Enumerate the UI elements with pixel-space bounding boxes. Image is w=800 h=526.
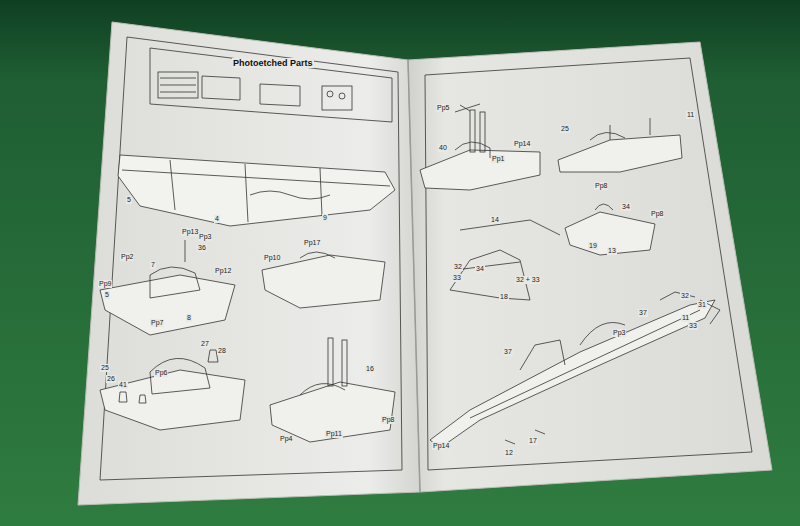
callout-number: 32 + 33 xyxy=(515,276,541,284)
callout-number: 37 xyxy=(638,309,648,317)
callout-number: 26 xyxy=(106,375,116,383)
callout-number: Pp8 xyxy=(594,182,608,190)
callout-number: 32 xyxy=(453,263,463,271)
callout-number: 11 xyxy=(681,314,690,322)
callout-number: 25 xyxy=(100,364,110,372)
callout-number: 17 xyxy=(528,437,538,445)
callout-number: Pp4 xyxy=(279,435,293,443)
callout-number: Pp12 xyxy=(214,267,232,275)
callout-number: 7 xyxy=(150,261,156,269)
callout-number: Pp14 xyxy=(432,442,450,450)
callout-number: Pp14 xyxy=(513,140,531,148)
callout-number: 28 xyxy=(217,347,227,355)
callout-number: 8 xyxy=(186,314,192,322)
callout-number: 36 xyxy=(197,244,207,252)
callout-number: 19 xyxy=(588,242,598,250)
callout-number: 18 xyxy=(499,293,509,301)
callout-number: Pp8 xyxy=(650,210,664,218)
callout-number: 9 xyxy=(322,214,328,222)
callout-number: 34 xyxy=(475,265,485,273)
callout-number: Pp5 xyxy=(436,104,450,112)
callout-number: Pp9 xyxy=(98,280,112,288)
callout-number: 12 xyxy=(504,449,514,457)
callout-number: 33 xyxy=(688,322,698,330)
callout-number: Pp2 xyxy=(120,253,134,261)
callout-number: 13 xyxy=(607,247,617,255)
callout-number: Pp7 xyxy=(150,319,164,327)
callout-number: Pp3 xyxy=(198,233,212,241)
callout-number: 4 xyxy=(214,215,220,223)
callout-number: Pp10 xyxy=(263,254,281,262)
callout-number: 32 xyxy=(680,292,690,300)
callout-number: 11 xyxy=(686,111,695,119)
callout-number: 31 xyxy=(697,301,707,309)
callout-number: 5 xyxy=(126,196,132,204)
callout-number: Pp11 xyxy=(325,430,343,438)
callout-number: Pp13 xyxy=(181,228,199,236)
callout-number: 14 xyxy=(490,216,500,224)
callout-number: Pp17 xyxy=(303,239,321,247)
callout-number: 25 xyxy=(560,125,570,133)
callout-number: 37 xyxy=(503,348,513,356)
callout-number: 40 xyxy=(438,144,448,152)
callout-number: 5 xyxy=(104,291,110,299)
callout-number: 16 xyxy=(365,365,375,373)
callout-number: 41 xyxy=(118,381,128,389)
callout-number: Pp1 xyxy=(491,155,505,163)
sheet-title: Photoetched Parts xyxy=(232,58,314,68)
callout-number: Pp6 xyxy=(154,369,168,377)
callout-number: Pp3 xyxy=(612,329,626,337)
callout-number: Pp8 xyxy=(381,416,395,424)
callout-number: 33 xyxy=(452,274,462,282)
callout-number: 34 xyxy=(621,203,631,211)
callout-number: 27 xyxy=(200,340,210,348)
